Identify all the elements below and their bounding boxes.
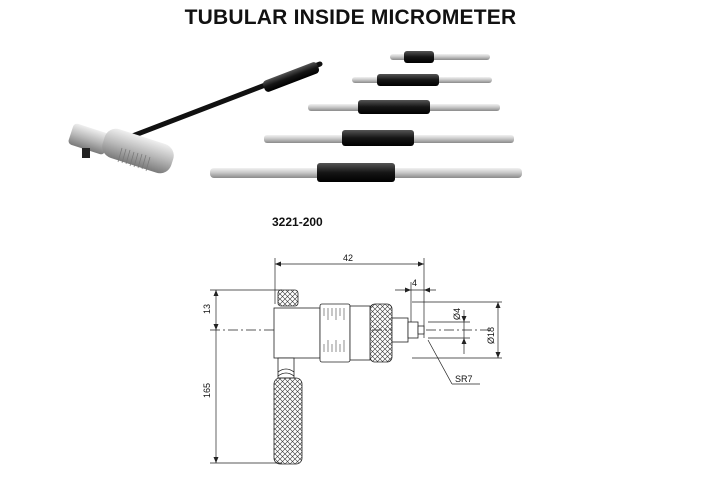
dim-radius: SR7 (455, 374, 473, 384)
model-number: 3221-200 (272, 215, 323, 229)
product-photo (60, 44, 540, 209)
extension-rod-5 (210, 163, 522, 182)
micrometer-head (68, 123, 174, 174)
dim-tip: 4 (412, 278, 417, 288)
dim-top-offset: 13 (202, 304, 212, 314)
dim-diameter-tip: Ø4 (452, 308, 462, 320)
extension-rod-2 (352, 74, 492, 86)
micrometer-drawing (273, 289, 425, 465)
technical-drawing: 42 4 13 165 Ø4 Ø18 SR7 (190, 244, 520, 479)
extension-rod-4 (264, 130, 514, 146)
dim-handle-length: 165 (202, 383, 212, 398)
page-title: TUBULAR INSIDE MICROMETER (184, 6, 517, 29)
micrometer-handle (119, 61, 323, 143)
extension-rod-1 (390, 51, 490, 63)
dim-diameter-body: Ø18 (486, 327, 496, 344)
dim-length: 42 (343, 253, 353, 263)
extension-rod-3 (308, 100, 500, 114)
